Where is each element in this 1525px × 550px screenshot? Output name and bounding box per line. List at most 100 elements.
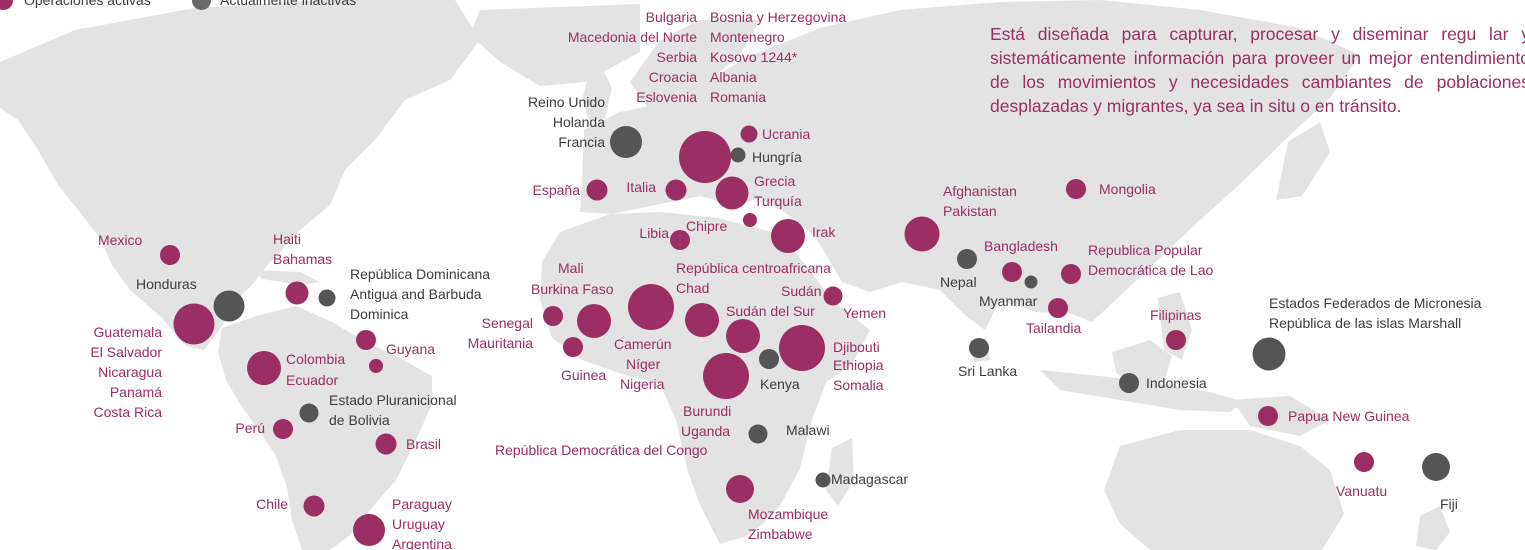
marker-micronesia [1252, 337, 1286, 371]
marker-rep-lao [1061, 264, 1081, 284]
marker-afghanistan-pakistan [904, 216, 940, 252]
marker-madagascar [815, 472, 831, 488]
label-nepal: Nepal [940, 274, 977, 290]
label-hungria: Hungría [752, 149, 802, 165]
label-pakistan: Pakistan [943, 203, 997, 219]
label-paraguay: Paraguay [392, 496, 452, 512]
legend-swatch-active [0, 0, 13, 10]
label-montenegro: Montenegro [710, 29, 785, 45]
label-costa-rica: Costa Rica [93, 404, 162, 420]
label-sudan: Sudán [781, 283, 822, 299]
marker-kenya [759, 349, 779, 369]
marker-bangladesh [1002, 262, 1022, 282]
marker-mozambique [726, 475, 754, 503]
label-rep-centroafricana: República centroafricana [676, 260, 831, 276]
label-fiji: Fiji [1440, 496, 1458, 512]
marker-chile [303, 495, 325, 517]
label-francia: Francia [558, 134, 605, 150]
label-afghanistan: Afghanistan [943, 183, 1017, 199]
label-brasil: Brasil [406, 436, 442, 452]
label-mali: Mali [558, 260, 584, 276]
marker-nepal [957, 249, 977, 269]
marker-fiji [1422, 453, 1450, 481]
label-mauritania: Mauritania [467, 335, 533, 351]
marker-libia [670, 230, 690, 250]
label-peru: Perú [235, 420, 265, 436]
label-espana: España [532, 182, 580, 198]
label-rd-congo: República Democrática del Congo [495, 442, 708, 458]
greenland [470, 4, 640, 86]
marker-sri-lanka [969, 338, 989, 358]
marker-guyana-2 [369, 359, 383, 373]
label-filipinas: Filipinas [1150, 307, 1202, 323]
label-honduras: Honduras [136, 276, 197, 292]
label-mongolia: Mongolia [1099, 181, 1156, 197]
scandinavia [630, 20, 760, 110]
label-turquia: Turquía [754, 193, 802, 209]
label-bahamas: Bahamas [273, 251, 333, 267]
label-reino-unido: Reino Unido [527, 94, 605, 110]
marker-filipinas [1166, 330, 1186, 350]
japan [1276, 122, 1330, 200]
marker-francia [610, 126, 642, 158]
label-uganda: Uganda [681, 423, 731, 439]
marker-malawi [748, 424, 768, 444]
label-mexico: Mexico [98, 232, 143, 248]
marker-honduras [213, 290, 245, 322]
label-serbia: Serbia [656, 49, 697, 65]
label-guinea: Guinea [561, 367, 607, 383]
australia [1104, 430, 1344, 550]
label-tailandia: Tailandia [1026, 320, 1082, 336]
label-guyana: Guyana [386, 341, 436, 357]
marker-haiti-bahamas [285, 281, 309, 305]
label-burkina: Burkina Faso [531, 281, 614, 297]
label-rep-dominicana: República Dominicana [350, 266, 491, 282]
marker-rep-dominicana [318, 289, 336, 307]
label-colombia: Colombia [286, 351, 346, 367]
marker-argentina [353, 514, 385, 546]
marker-mali [577, 304, 611, 338]
label-el-salvador: El Salvador [90, 344, 162, 360]
label-bolivia-1: Estado Pluranicional [329, 392, 457, 408]
marker-guyana-1 [356, 330, 376, 350]
marker-ethiopia [779, 325, 825, 371]
label-panama: Panamá [109, 384, 162, 400]
label-libia: Libia [639, 225, 669, 241]
label-chipre: Chipre [686, 218, 728, 234]
marker-chipre [743, 213, 757, 227]
marker-guatemala [173, 303, 215, 345]
label-romania: Romania [710, 89, 767, 105]
marker-colombia-ecuador [247, 351, 281, 385]
label-irak: Irak [812, 224, 836, 240]
marker-bolivia [299, 403, 319, 423]
label-kenya: Kenya [760, 376, 800, 392]
label-myanmar: Myanmar [979, 293, 1038, 309]
north-america [0, 0, 480, 350]
label-micronesia: Estados Federados de Micronesia [1269, 295, 1482, 311]
legend-swatch-inactive [192, 0, 211, 10]
label-uruguay: Uruguay [392, 516, 445, 532]
marker-irak [771, 219, 805, 253]
label-chad: Chad [676, 280, 710, 296]
marker-sudan [823, 286, 843, 306]
marker-ucrania [740, 125, 758, 143]
label-bosnia: Bosnia y Herzegovina [710, 9, 847, 25]
label-croacia: Croacia [648, 69, 697, 85]
label-bangladesh: Bangladesh [984, 238, 1058, 254]
label-zimbabwe: Zimbabwe [748, 526, 813, 542]
label-guatemala: Guatemala [93, 324, 162, 340]
label-indonesia: Indonesia [1146, 375, 1207, 391]
marker-mongolia [1066, 179, 1086, 199]
marker-balkans [679, 131, 731, 183]
marker-papua [1258, 406, 1278, 426]
madagascar [826, 438, 854, 506]
label-eslovenia: Eslovenia [636, 89, 697, 105]
legend-label-active: Operaciones activas [24, 0, 151, 8]
label-antigua: Antigua and Barbuda [350, 286, 482, 302]
label-nigeria: Nigeria [620, 376, 665, 392]
label-rep-lao-2: Democrática de Lao [1088, 262, 1214, 278]
label-albania: Albania [710, 69, 757, 85]
marker-mexico [160, 245, 180, 265]
label-marshall: República de las islas Marshall [1269, 315, 1462, 331]
